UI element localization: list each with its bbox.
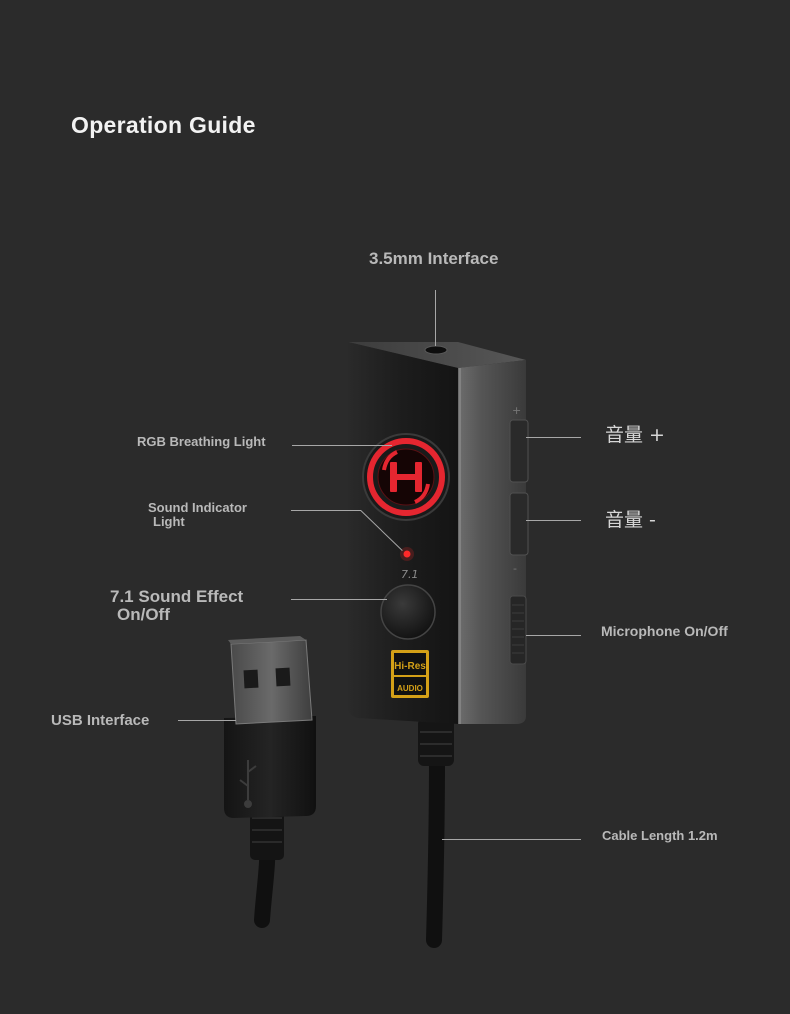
rgb-breathing-light [362,433,450,521]
hi-res-audio-badge: Hi-Res AUDIO [391,650,429,698]
leader-usb [178,720,236,721]
leader-35mm [435,290,436,346]
usb-cable [250,806,284,928]
svg-text:Hi-Res: Hi-Res [394,661,426,672]
label-sound-indicator-line1: Sound Indicator [148,500,247,515]
leader-microphone [526,635,581,636]
volume-down-button[interactable] [509,492,529,556]
label-sound-indicator-line2: Light [153,514,185,529]
sound-card-cable [418,718,454,948]
side-plus-mark: + [512,404,521,417]
svg-text:AUDIO: AUDIO [397,684,423,693]
label-sound-effect-line2: On/Off [117,605,170,624]
logo-h-icon [382,450,430,504]
label-microphone: Microphone On/Off [601,623,728,639]
label-sound-effect-line1: 7.1 Sound Effect [110,587,244,606]
label-volume-up: 音量 + [605,424,665,446]
microphone-switch[interactable] [509,595,527,665]
button-marking-71: 7.1 [401,568,419,581]
label-cable-length: Cable Length 1.2m [602,828,718,843]
usb-plug [224,636,316,818]
leader-sound-effect [291,599,387,600]
label-usb-interface: USB Interface [51,712,150,729]
sound-card-body [348,342,526,724]
label-rgb-light: RGB Breathing Light [137,434,266,449]
leader-volume-up [526,437,581,438]
leader-cable-length [442,839,581,840]
label-volume-down: 音量 - [605,509,656,531]
usb-symbol-icon [239,760,257,808]
leader-sound-indicator [291,510,361,511]
sound-effect-button[interactable] [380,584,436,640]
sound-indicator-led [403,550,411,558]
audio-jack-port [424,345,448,355]
side-minus-mark: - [513,562,517,575]
volume-up-button[interactable] [509,419,529,483]
label-35mm-interface: 3.5mm Interface [369,249,499,268]
leader-volume-down [526,520,581,521]
page-title: Operation Guide [71,112,256,138]
leader-rgb-light [292,445,392,446]
